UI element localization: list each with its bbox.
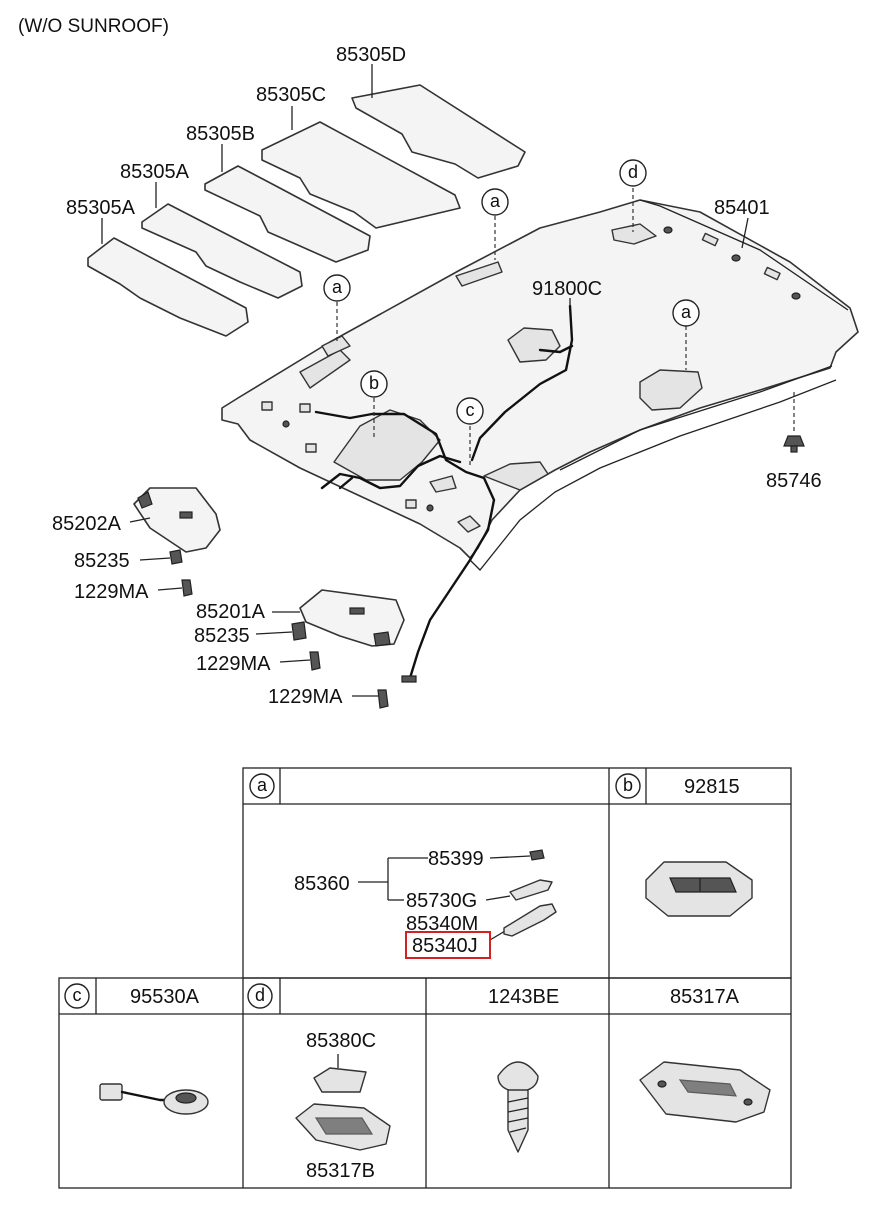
label-95530a: 95530A bbox=[130, 986, 200, 1008]
label-1229ma-left: 1229MA bbox=[74, 581, 149, 603]
label-85305b: 85305B bbox=[186, 123, 255, 145]
wire-harness-91800c bbox=[314, 304, 574, 683]
label-85399: 85399 bbox=[428, 848, 484, 870]
pad-85305a-upper bbox=[141, 203, 303, 299]
label-85305a-lower: 85305A bbox=[66, 197, 136, 219]
clip-85399 bbox=[529, 849, 545, 861]
pad-85305b bbox=[204, 165, 371, 263]
svg-text:c: c bbox=[466, 400, 475, 420]
callout-a-left: a bbox=[323, 274, 351, 302]
holder-85235-left bbox=[139, 549, 183, 565]
callout-a-top: a bbox=[481, 188, 509, 216]
label-85380c: 85380C bbox=[306, 1030, 376, 1052]
cover-85317a bbox=[639, 1061, 771, 1123]
label-85235-right: 85235 bbox=[194, 625, 250, 647]
label-85746: 85746 bbox=[766, 470, 822, 492]
screw-1229ma-right bbox=[352, 689, 389, 709]
callout-b: b bbox=[360, 370, 388, 398]
callout-d: d bbox=[619, 159, 647, 187]
sun-visor-85202a bbox=[129, 487, 221, 553]
svg-text:a: a bbox=[257, 775, 268, 795]
label-85317b: 85317B bbox=[306, 1160, 375, 1182]
screw-1229ma-left bbox=[157, 579, 193, 597]
highlight-box-85340j bbox=[405, 931, 491, 959]
label-85401: 85401 bbox=[714, 197, 770, 219]
callout-a-right: a bbox=[672, 299, 700, 327]
cell-b-header: b bbox=[615, 773, 641, 799]
callout-c: c bbox=[456, 397, 484, 425]
label-85340m: 85340M bbox=[406, 913, 478, 935]
svg-text:c: c bbox=[73, 985, 82, 1005]
pad-85305c bbox=[261, 121, 461, 229]
pad-85305a-lower bbox=[87, 237, 249, 337]
label-85305a-upper: 85305A bbox=[120, 161, 190, 183]
label-85360: 85360 bbox=[294, 873, 350, 895]
svg-text:a: a bbox=[332, 277, 343, 297]
label-1229ma-middle: 1229MA bbox=[196, 653, 271, 675]
svg-text:d: d bbox=[628, 162, 638, 182]
label-85201a: 85201A bbox=[196, 601, 266, 623]
label-85340j: 85340J bbox=[412, 935, 478, 957]
cell-c-header: c bbox=[64, 983, 90, 1009]
label-1229ma-right: 1229MA bbox=[268, 686, 343, 708]
leader-85401 bbox=[741, 217, 749, 249]
cell-d-header: d bbox=[247, 983, 273, 1009]
label-1243be: 1243BE bbox=[488, 986, 559, 1008]
sensor-95530a bbox=[99, 1083, 209, 1115]
label-91800c: 91800C bbox=[532, 278, 602, 300]
label-85305d: 85305D bbox=[336, 44, 406, 66]
pad-leaders bbox=[101, 64, 373, 244]
label-85235-left: 85235 bbox=[74, 550, 130, 572]
svg-text:b: b bbox=[369, 373, 379, 393]
holder-85235-right bbox=[255, 621, 307, 641]
pad-85305d bbox=[351, 84, 526, 179]
headlining-85401 bbox=[221, 199, 859, 571]
svg-text:a: a bbox=[490, 191, 501, 211]
screw-1243be bbox=[497, 1061, 539, 1153]
label-85305c: 85305C bbox=[256, 84, 326, 106]
label-85202a: 85202A bbox=[52, 513, 122, 535]
cell-a-leaders bbox=[358, 855, 531, 941]
detail-table bbox=[58, 767, 792, 1189]
diagram-title: (W/O SUNROOF) bbox=[18, 16, 169, 37]
label-85317a: 85317A bbox=[670, 986, 740, 1008]
screw-1229ma-middle bbox=[279, 651, 321, 671]
svg-text:a: a bbox=[681, 302, 692, 322]
lens-85380c bbox=[313, 1054, 367, 1093]
sun-visor-85201a bbox=[272, 589, 405, 647]
svg-text:b: b bbox=[623, 775, 633, 795]
clip-85746 bbox=[783, 435, 805, 453]
label-92815: 92815 bbox=[684, 776, 740, 798]
bracket-85730g bbox=[509, 879, 553, 901]
svg-text:d: d bbox=[255, 985, 265, 1005]
label-85730g: 85730G bbox=[406, 890, 477, 912]
room-lamp-92815 bbox=[645, 861, 753, 917]
grab-handle-85340j bbox=[503, 903, 557, 937]
cell-a-header: a bbox=[249, 773, 275, 799]
cover-85317b bbox=[295, 1103, 391, 1151]
callout-leaders bbox=[336, 188, 795, 468]
